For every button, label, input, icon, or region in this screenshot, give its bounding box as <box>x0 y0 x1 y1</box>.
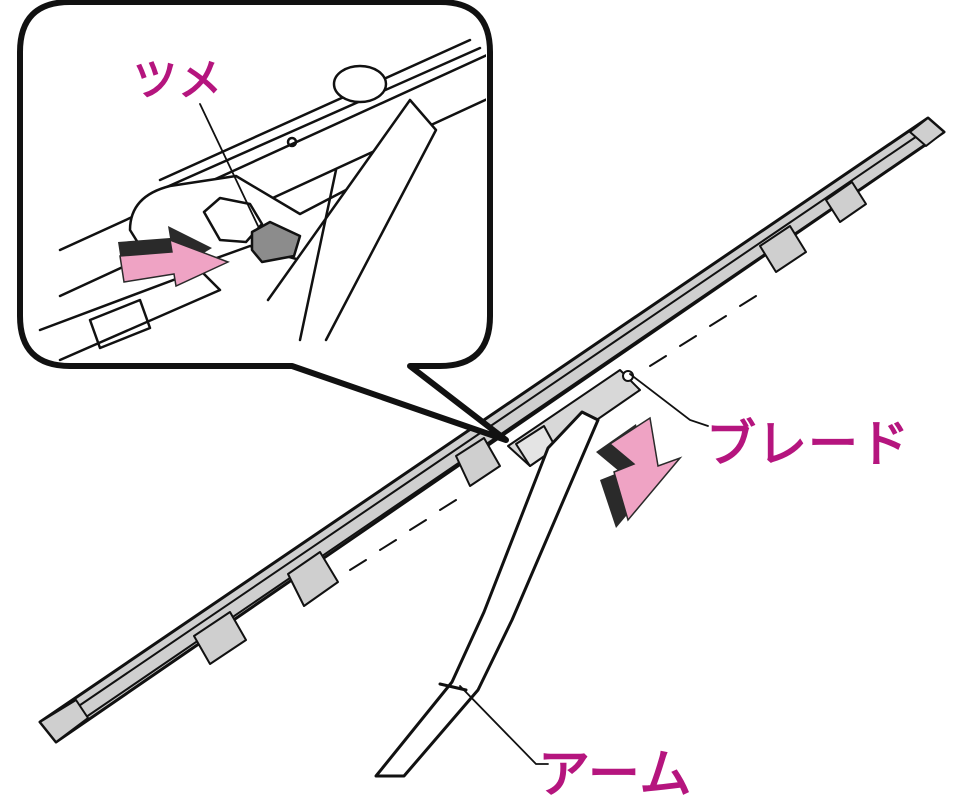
arm-label: アーム <box>538 745 693 805</box>
claw-label: ツメ <box>133 55 223 106</box>
claw-icon <box>250 220 302 264</box>
push-arrow-icon <box>118 226 230 288</box>
blade-label: ブレード <box>706 415 910 473</box>
leader-lines <box>459 373 709 765</box>
blade-direction-arrow-icon <box>596 416 683 528</box>
wiper-blade-details <box>39 117 945 743</box>
